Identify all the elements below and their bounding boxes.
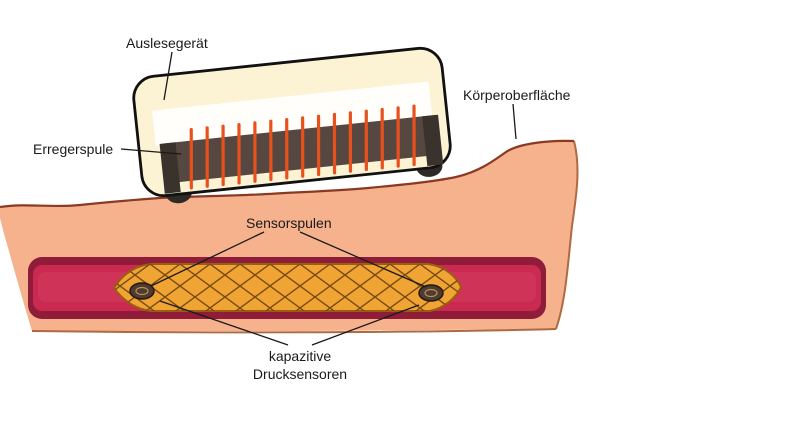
exciter-coil-windings [189, 104, 416, 190]
skin-surface-line [0, 139, 575, 209]
label-pressure-sensors-line1: kapazitive [268, 348, 332, 364]
sensor-coil-left [129, 282, 155, 300]
pointer-readout-device [163, 51, 173, 101]
exciter-coil-core [161, 114, 441, 184]
pointer-body-surface [512, 103, 517, 140]
pointer-pressure-sensor-left [159, 300, 289, 346]
pointer-exciter-coil [120, 148, 182, 155]
label-sensor-coils: Sensorspulen [246, 215, 332, 231]
stent-mesh [114, 264, 461, 311]
coil-core-endcap-left [159, 142, 181, 194]
pointer-sensor-coil-right [299, 231, 427, 288]
label-body-surface: Körperoberfläche [463, 87, 571, 103]
stent [112, 263, 463, 312]
pointer-sensor-coil-left [150, 231, 265, 287]
skin-tissue-right-edge [555, 140, 579, 330]
sensor-coil-right [418, 284, 444, 302]
readout-device [132, 46, 452, 204]
label-readout-device: Auslesegerät [126, 35, 208, 51]
pointer-pressure-sensor-right [311, 304, 420, 346]
label-exciter-coil: Erregerspule [33, 141, 114, 157]
label-pressure-sensors-line2: Drucksensoren [252, 366, 348, 382]
coil-core-endcap-right [422, 114, 444, 167]
label-pointer-lines [120, 51, 517, 346]
skin-tissue-bottom-edge [31, 328, 557, 334]
